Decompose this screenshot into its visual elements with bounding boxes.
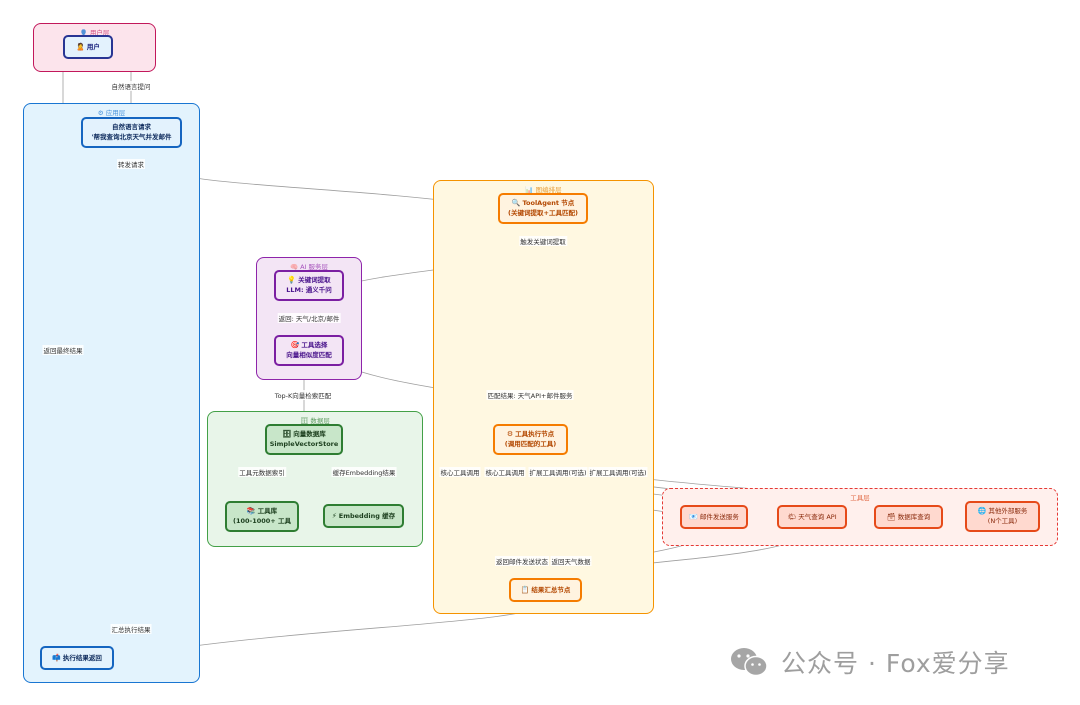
ai-layer-title: 🧠 AI 服务层 [289, 263, 329, 271]
edge-label: 缓存Embedding结果 [331, 467, 397, 477]
user-layer-title: 👤 用户层 [79, 29, 110, 37]
edge-label: 返回: 天气/北京/邮件 [277, 313, 341, 323]
cabinet-icon: 🗃 [886, 512, 896, 521]
wechat-icon [731, 648, 768, 677]
edge-label: 返回天气数据 [550, 556, 592, 566]
node-weather-api[interactable]: 🌤天气查询 API [777, 505, 847, 529]
weather-icon: 🌤 [787, 512, 797, 521]
node-mail-service[interactable]: 📧邮件发送服务 [680, 505, 748, 529]
flow-layer-title: 📊 图编排层 [525, 186, 562, 194]
flow-layer-group: 📊 图编排层 [433, 180, 654, 614]
magnifier-icon: 🔍 [511, 199, 521, 208]
node-user[interactable]: 🙎用户 [63, 35, 113, 59]
watermark-text: 公众号 · Fox爱分享 [781, 649, 1010, 678]
target-icon: 🎯 [290, 341, 300, 350]
user-icon: 🙎 [76, 42, 85, 51]
books-icon: 📚 [246, 507, 256, 516]
edge-label: 核心工具调用 [484, 467, 526, 477]
edge-label: 触发关键词提取 [519, 236, 567, 246]
edge-label: 工具元数据索引 [238, 467, 286, 477]
node-tool-agent[interactable]: 🔍ToolAgent 节点 (关键词提取+工具匹配) [498, 193, 588, 224]
edge-label: 扩展工具调用(可选) [588, 467, 648, 477]
node-vector-db[interactable]: 🗄向量数据库 SimpleVectorStore [265, 424, 343, 455]
tool-layer-title: 工具层 [850, 494, 870, 502]
mailbox-icon: 📫 [52, 653, 61, 662]
clipboard-icon: 📋 [520, 585, 530, 594]
node-request[interactable]: 自然语言请求 '帮我查询北京天气并发邮件 [81, 117, 182, 148]
edge-label: 核心工具调用 [439, 467, 481, 477]
edge-label: 返回邮件发送状态 [495, 556, 549, 566]
app-layer-title: ⚙ 应用层 [97, 109, 126, 117]
node-database-query[interactable]: 🗃数据库查询 [874, 505, 943, 529]
node-tool-select[interactable]: 🎯工具选择 向量相似度匹配 [274, 335, 344, 366]
mail-icon: 📧 [689, 512, 698, 521]
edge-label: 汇总执行结果 [110, 624, 152, 634]
edge-label: 匹配结果: 天气API+邮件服务 [486, 390, 574, 400]
edge-label: 返回最终结果 [42, 345, 84, 355]
node-return-result[interactable]: 📫执行结果返回 [40, 646, 114, 670]
lightbulb-icon: 💡 [287, 276, 297, 285]
node-tool-library[interactable]: 📚工具库 (100-1000+ 工具 [225, 501, 299, 532]
lightning-icon: ⚡ [331, 511, 337, 520]
node-embedding-cache[interactable]: ⚡Embedding 缓存 [323, 504, 404, 528]
node-executor[interactable]: ⚙工具执行节点 (调用匹配的工具) [493, 424, 568, 455]
edge-label: 扩展工具调用(可选) [528, 467, 588, 477]
edge-label: Top-K向量检索匹配 [273, 390, 333, 400]
database-icon: 🗄 [282, 430, 292, 439]
globe-icon: 🌐 [977, 507, 987, 516]
watermark: 公众号 · Fox爱分享 [729, 642, 1010, 682]
node-summary[interactable]: 📋结果汇总节点 [509, 578, 582, 602]
edge-label: 自然语言提问 [110, 81, 152, 91]
gear-icon: ⚙ [506, 430, 514, 439]
data-layer-title: 🗄 数据层 [300, 417, 330, 425]
app-layer-group: ⚙ 应用层 [23, 103, 200, 683]
node-external-services[interactable]: 🌐其他外部服务 (N个工具) [965, 501, 1040, 532]
edge-label: 转发请求 [117, 159, 145, 169]
node-keyword-extract[interactable]: 💡关键词提取 LLM: 通义千问 [274, 270, 344, 301]
